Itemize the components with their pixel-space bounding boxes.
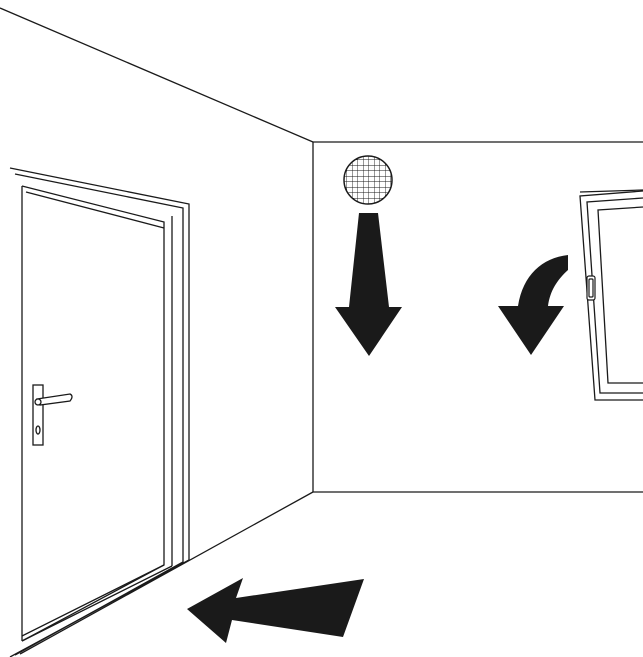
door-handle-plate xyxy=(32,384,44,446)
window-sash xyxy=(597,206,643,384)
door-keyhole xyxy=(35,425,41,435)
floor-edge-line xyxy=(19,491,314,655)
floor-airflow-out-arrow xyxy=(187,578,364,643)
window-airflow-curved-arrow xyxy=(498,255,568,355)
room-walls xyxy=(0,7,643,655)
window-handle xyxy=(586,275,596,301)
door-frame-bottom xyxy=(21,565,173,642)
window-handle-lever xyxy=(588,278,594,298)
door-leaf xyxy=(21,185,165,642)
door-leaf-top-inner xyxy=(25,191,165,229)
window-frame-top xyxy=(579,189,643,193)
vent-grille-icon xyxy=(343,155,393,205)
door xyxy=(9,167,190,657)
door-handle-rose xyxy=(34,398,42,406)
ceiling-edge-line xyxy=(0,7,314,143)
door-frame-bottom-inner xyxy=(21,564,165,637)
vent-airflow-down-arrow xyxy=(335,213,402,356)
ceiling-vent xyxy=(343,155,393,205)
door-handle xyxy=(32,384,73,446)
door-frame-inner xyxy=(14,173,184,656)
door-handle-lever xyxy=(36,393,73,406)
